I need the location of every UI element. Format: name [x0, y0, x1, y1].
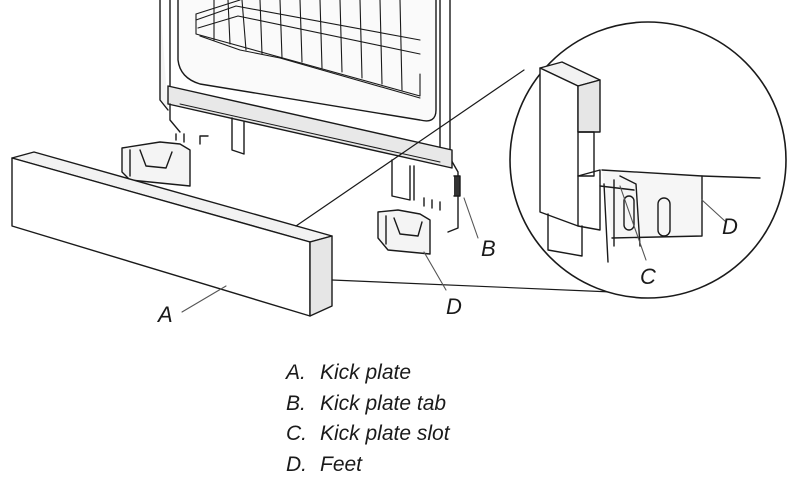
leader-b	[463, 197, 479, 239]
leader-a	[181, 285, 227, 313]
kick-plate-tab	[453, 175, 461, 197]
legend-label: Kick plate	[320, 361, 412, 384]
magnifier-detail	[295, 21, 787, 299]
callout-d-right: D	[722, 214, 738, 239]
installation-diagram: A B C D D	[11, 0, 787, 327]
legend-label: Feet	[320, 452, 363, 476]
callout-d-left: D	[446, 294, 462, 319]
legend-item-b: B. Kick plate tab	[286, 389, 450, 420]
legend-key: D.	[286, 452, 307, 476]
foot-right	[377, 197, 441, 255]
legend: A. Kick plate B. Kick plate tab C. Kick pla…	[286, 358, 450, 480]
callout-leaders	[181, 185, 727, 313]
legend-key: A.	[286, 361, 306, 384]
legend-item-d: D. Feet	[286, 450, 450, 481]
callout-b: B	[481, 236, 496, 261]
legend-item-a: A. Kick plate	[286, 358, 450, 389]
legend-key: B.	[286, 391, 306, 415]
leader-c	[619, 185, 647, 261]
leader-d-right	[701, 199, 727, 223]
leader-d-left	[423, 251, 447, 291]
kick-plate	[11, 151, 333, 317]
legend-item-c: C. Kick plate slot	[286, 419, 450, 450]
callout-a: A	[156, 302, 173, 327]
dish-rack	[195, 0, 421, 99]
legend-label: Kick plate tab	[320, 391, 447, 415]
legend-key: C.	[286, 422, 307, 445]
callout-c: C	[640, 264, 656, 289]
appliance-cabinet	[159, 0, 459, 233]
foot-left	[121, 133, 209, 187]
legend-label: Kick plate slot	[320, 422, 450, 445]
